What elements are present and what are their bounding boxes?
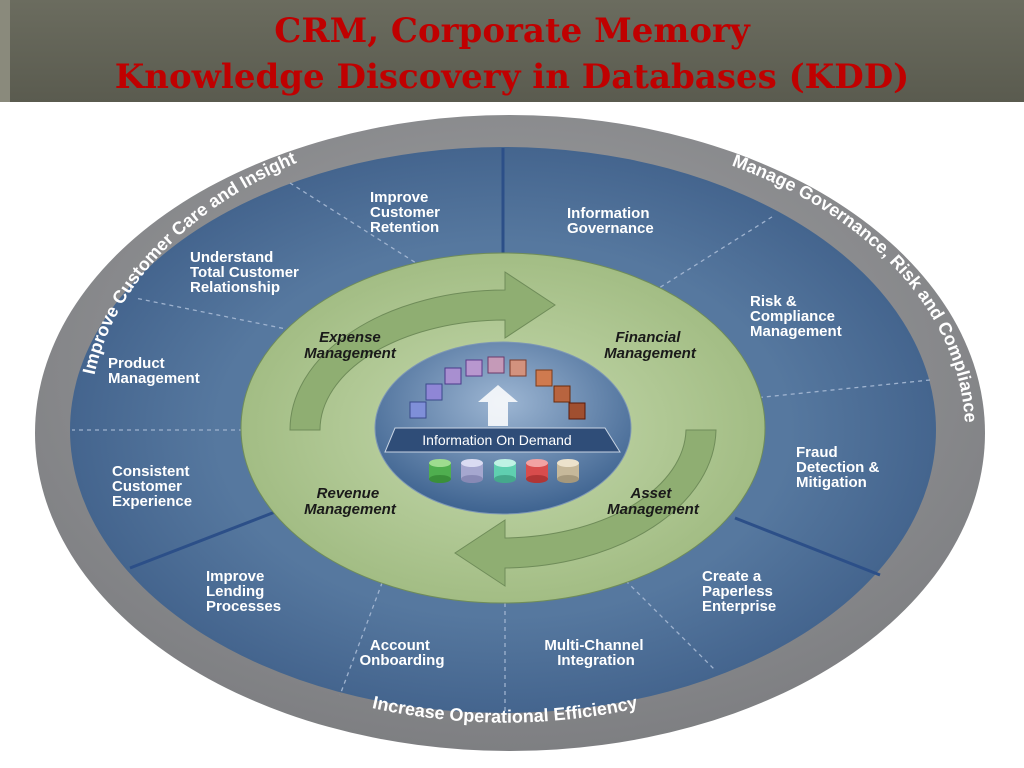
section-dividers [129, 148, 881, 577]
kdd-wheel-diagram: Information On Demand Improve Customer C… [35, 115, 985, 751]
page-title-line-2: Knowledge Discovery in Databases (KDD) [114, 57, 910, 97]
segment-label: Information Governance [567, 205, 654, 237]
segment-labels: Improve Customer Retention Information G… [108, 189, 884, 669]
center-label: Information On Demand [422, 432, 571, 448]
segment-label: Account Onboarding [360, 637, 445, 669]
header-band [0, 0, 1024, 102]
inner-label: Financial Management [604, 329, 697, 362]
arrow-top [289, 271, 556, 431]
up-arrow-icon [478, 385, 518, 426]
inner-label: Asset Management [607, 485, 700, 518]
inner-label: Revenue Management [304, 485, 397, 518]
inner-labels: Expense Management Financial Management … [304, 329, 700, 518]
segment-label: Consistent Customer Experience [112, 463, 194, 510]
segment-label: Fraud Detection & Mitigation [796, 444, 884, 491]
segment-label: Risk & Compliance Management [750, 293, 842, 340]
arrow-bottom [454, 429, 717, 587]
inner-label: Expense Management [304, 329, 397, 362]
iod-platform [384, 427, 621, 453]
database-icons [429, 459, 579, 483]
segment-label: Improve Lending Processes [206, 568, 281, 615]
segment-label: Create a Paperless Enterprise [702, 568, 777, 615]
data-blocks [409, 356, 586, 420]
segment-label: Multi-Channel Integration [544, 637, 647, 669]
segment-label: Product Management [108, 355, 200, 387]
segment-label: Improve Customer Retention [370, 189, 444, 236]
cycle-arrows [289, 271, 717, 587]
segment-label: Understand Total Customer Relationship [190, 249, 303, 296]
page-title-line-1: CRM, Corporate Memory [274, 11, 750, 51]
